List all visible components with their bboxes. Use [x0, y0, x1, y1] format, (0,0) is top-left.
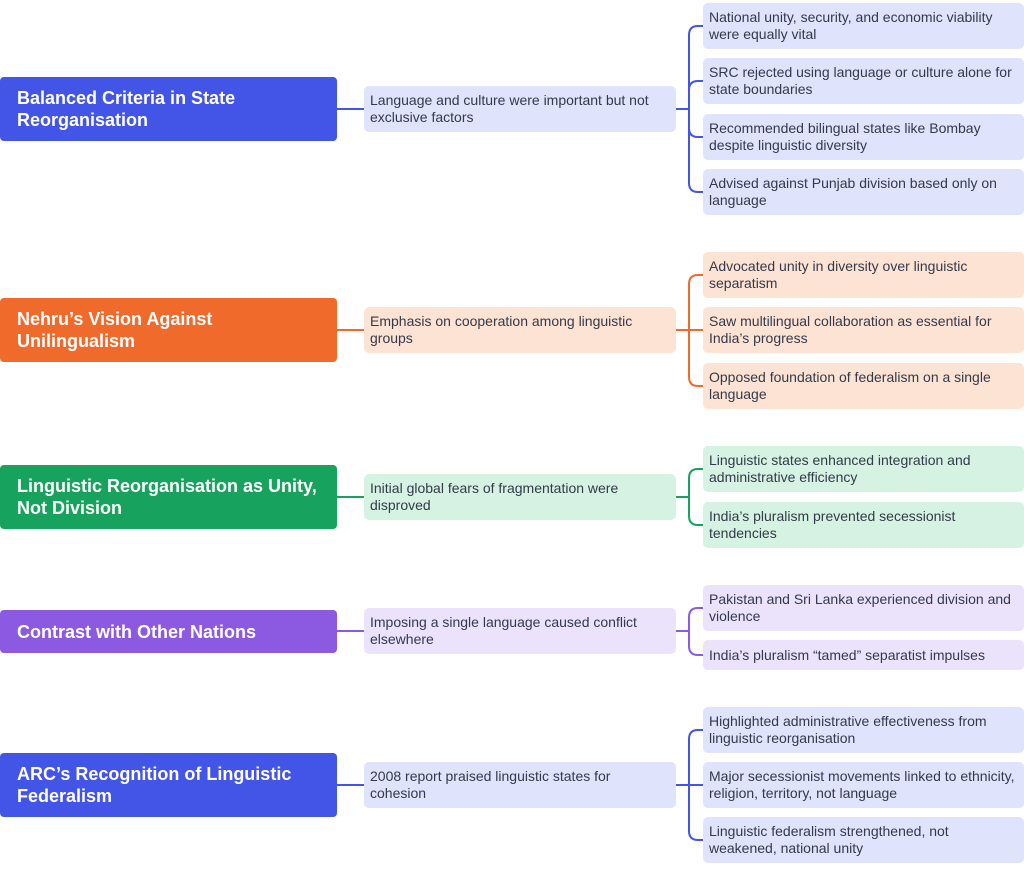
point-item[interactable]: Opposed foundation of federalism on a si…	[703, 363, 1024, 409]
point-text: Opposed foundation of federalism on a si…	[709, 369, 991, 402]
connector-line	[688, 330, 703, 387]
point-text: Recommended bilingual states like Bombay…	[709, 120, 981, 153]
connector-line	[688, 25, 703, 109]
topic-title: Linguistic Reorganisation as Unity, Not …	[17, 476, 317, 518]
summary-text: Initial global fears of fragmentation we…	[370, 480, 619, 513]
connector-line	[688, 607, 703, 631]
point-text: Major secessionist movements linked to e…	[709, 768, 1015, 801]
point-item[interactable]: National unity, security, and economic v…	[703, 3, 1024, 49]
point-text: India’s pluralism prevented secessionist…	[709, 508, 956, 541]
point-item[interactable]: India’s pluralism prevented secessionist…	[703, 502, 1024, 548]
summary-contrast-nations[interactable]: Imposing a single language caused confli…	[364, 608, 676, 654]
summary-text: Emphasis on cooperation among linguistic…	[370, 313, 633, 346]
point-item[interactable]: Linguistic federalism strengthened, not …	[703, 817, 1024, 863]
topic-nehru-vision[interactable]: Nehru’s Vision Against Unilingualism	[0, 298, 337, 362]
summary-text: Imposing a single language caused confli…	[370, 614, 637, 647]
point-item[interactable]: Advised against Punjab division based on…	[703, 169, 1024, 215]
topic-linguistic-unity[interactable]: Linguistic Reorganisation as Unity, Not …	[0, 465, 337, 529]
topic-contrast-nations[interactable]: Contrast with Other Nations	[0, 610, 337, 653]
point-text: Pakistan and Sri Lanka experienced divis…	[709, 591, 1011, 624]
point-item[interactable]: Advocated unity in diversity over lingui…	[703, 252, 1024, 298]
summary-arc-recognition[interactable]: 2008 report praised linguistic states fo…	[364, 762, 676, 808]
summary-balanced-criteria[interactable]: Language and culture were important but …	[364, 86, 676, 132]
point-item[interactable]: Recommended bilingual states like Bombay…	[703, 114, 1024, 160]
point-item[interactable]: Linguistic states enhanced integration a…	[703, 446, 1024, 492]
connector-line	[688, 497, 703, 526]
summary-nehru-vision[interactable]: Emphasis on cooperation among linguistic…	[364, 307, 676, 353]
topic-title: Balanced Criteria in State Reorganisatio…	[17, 88, 236, 130]
connector-line	[688, 468, 703, 497]
point-item[interactable]: Major secessionist movements linked to e…	[703, 762, 1024, 808]
point-text: Highlighted administrative effectiveness…	[709, 713, 987, 746]
connector-line	[688, 729, 703, 785]
connector-line	[688, 80, 703, 109]
point-text: National unity, security, and economic v…	[709, 9, 993, 42]
summary-linguistic-unity[interactable]: Initial global fears of fragmentation we…	[364, 474, 676, 520]
connector-line	[688, 109, 703, 193]
point-item[interactable]: Saw multilingual collaboration as essent…	[703, 307, 1024, 353]
point-text: Linguistic states enhanced integration a…	[709, 452, 971, 485]
point-item[interactable]: Highlighted administrative effectiveness…	[703, 707, 1024, 753]
topic-title: Contrast with Other Nations	[17, 621, 257, 642]
summary-text: 2008 report praised linguistic states fo…	[370, 768, 611, 801]
summary-text: Language and culture were important but …	[370, 92, 649, 125]
point-text: SRC rejected using language or culture a…	[709, 64, 1012, 97]
topic-arc-recognition[interactable]: ARC’s Recognition of Linguistic Federali…	[0, 753, 337, 817]
point-item[interactable]: India’s pluralism “tamed” separatist imp…	[703, 640, 1024, 670]
point-item[interactable]: Pakistan and Sri Lanka experienced divis…	[703, 585, 1024, 631]
topic-balanced-criteria[interactable]: Balanced Criteria in State Reorganisatio…	[0, 77, 337, 141]
connector-line	[688, 785, 703, 841]
point-text: Advocated unity in diversity over lingui…	[709, 258, 968, 291]
connector-line	[688, 631, 703, 656]
point-text: Saw multilingual collaboration as essent…	[709, 313, 992, 346]
topic-title: Nehru’s Vision Against Unilingualism	[17, 309, 213, 351]
connector-line	[688, 109, 703, 138]
point-text: India’s pluralism “tamed” separatist imp…	[709, 646, 985, 663]
point-text: Linguistic federalism strengthened, not …	[709, 823, 949, 856]
point-text: Advised against Punjab division based on…	[709, 175, 997, 208]
topic-title: ARC’s Recognition of Linguistic Federali…	[17, 764, 292, 806]
connector-line	[688, 274, 703, 330]
point-item[interactable]: SRC rejected using language or culture a…	[703, 58, 1024, 104]
